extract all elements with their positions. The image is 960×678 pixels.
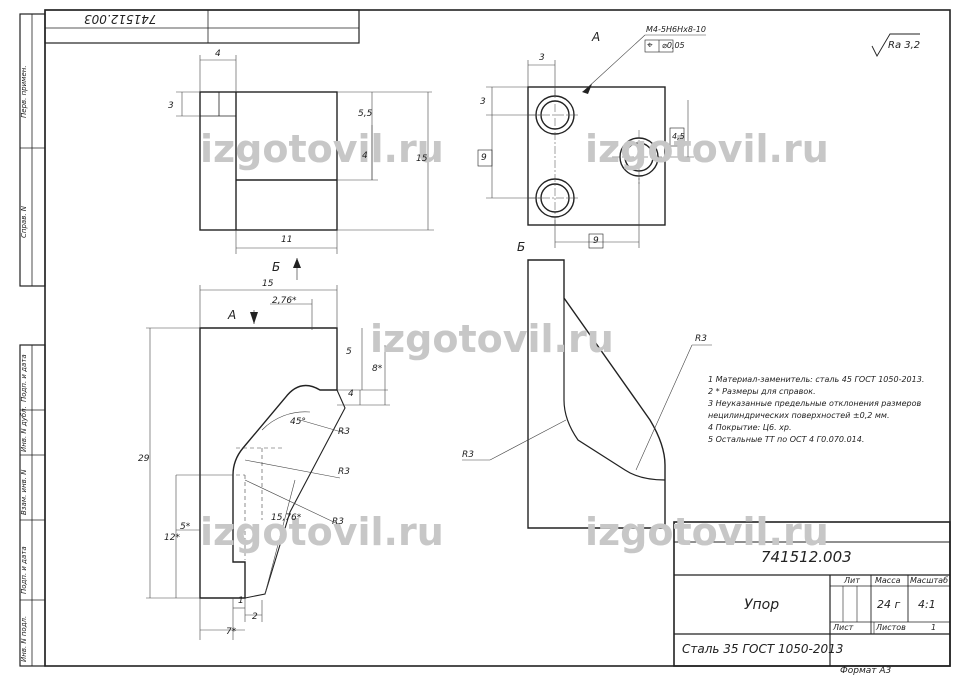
sheet-label: Лист [833,623,854,632]
dim: 15 [262,279,274,289]
view-a-arrow-label: А [228,308,237,322]
dim: 9 [593,236,599,246]
tech-note: 5 Остальные ТТ по ОСТ 4 Г0.070.014. [708,435,865,444]
view-b [527,259,666,529]
dim: 4 [348,389,354,399]
tech-note: нецилиндрических поверхностей ±0,2 мм. [708,411,890,420]
dim: R3 [462,450,474,460]
watermark: izgotovil.ru [585,510,829,554]
mass-label: Масса [875,576,901,585]
tech-note: 4 Покрытие: Ц6. хр. [708,423,792,432]
drawing-frame [19,9,951,667]
dim: 15,76* [271,513,302,523]
format-label: Формат А3 [840,666,892,676]
main-view [199,327,346,599]
sheets-label: Листов [876,623,906,632]
dim: 4,5 [672,132,685,141]
dim: 2 [252,612,258,622]
sheets-value: 1 [931,623,937,632]
position-symbol: ⌖ [647,40,653,51]
front-view-dims [176,55,434,254]
tech-note: 1 Материал-заменитель: сталь 45 ГОСТ 105… [708,375,925,384]
dim: 1 [238,596,244,606]
arrow-a-pointer [582,84,592,94]
main-view-dims [146,285,390,640]
dim: 5* [180,522,191,532]
dim: 3 [539,53,545,63]
watermark: izgotovil.ru [200,127,444,171]
dim: 29 [138,454,150,464]
dim: R3 [695,334,707,344]
strip-label: Взам. инв. N [20,469,28,515]
strip-label: Перв. примен. [20,65,28,118]
lit-label: Лит [844,576,860,585]
top-stamp: 741512.003 [84,12,157,26]
dim: 3 [480,97,486,107]
dim: 11 [281,235,293,245]
watermark: izgotovil.ru [585,127,829,171]
view-a-title: А [592,30,601,44]
dim: 15 [416,154,428,164]
dim: 4 [215,49,221,59]
title-block [673,521,951,667]
dim: 45° [290,417,306,427]
view-a-centerlines [528,90,665,225]
dim: R3 [338,427,350,437]
dim: 2,76* [272,296,297,306]
material: Сталь 35 ГОСТ 1050-2013 [682,642,844,656]
dim: 12* [164,533,180,543]
dim: 4 [362,151,368,161]
part-name: Упор [744,597,780,613]
dim: 5,5 [358,109,373,119]
mass-value: 24 г [877,598,901,611]
dim: 3 [168,101,174,111]
dim: 8* [372,364,383,374]
dim: R3 [332,517,344,527]
position-tolerance: ⌀0,05 [662,41,685,50]
designation: 741512.003 [761,548,852,566]
strip-label: Инв. N подл. [20,615,28,662]
dim: R3 [338,467,350,477]
watermark: izgotovil.ru [200,510,444,554]
tech-note: 3 Неуказанные предельные отклонения разм… [708,399,922,408]
view-b-leaders [462,344,712,471]
strip-label: Справ. N [20,205,28,238]
roughness-label: Ra 3,2 [888,40,921,51]
view-a-dims [477,33,920,249]
dim: 5 [346,347,352,357]
scale-label: Масштаб [910,576,949,585]
strip-label: Подп. и дата [20,546,28,594]
dim: 9 [481,153,487,163]
main-view-hidden [236,447,285,560]
scale-value: 4:1 [918,598,936,611]
strip-label: Инв. N дубл. [20,406,28,452]
watermark: izgotovil.ru [370,317,614,361]
strip-label: Подп. и дата [20,354,28,402]
tech-note: 2 * Размеры для справок. [708,387,816,396]
front-view [199,91,338,231]
view-b-title: Б [517,240,526,254]
thread-callout: M4-5H6Hx8-10 [646,25,706,34]
dim: 7* [226,627,237,637]
view-b-arrow-label: Б [272,260,281,274]
